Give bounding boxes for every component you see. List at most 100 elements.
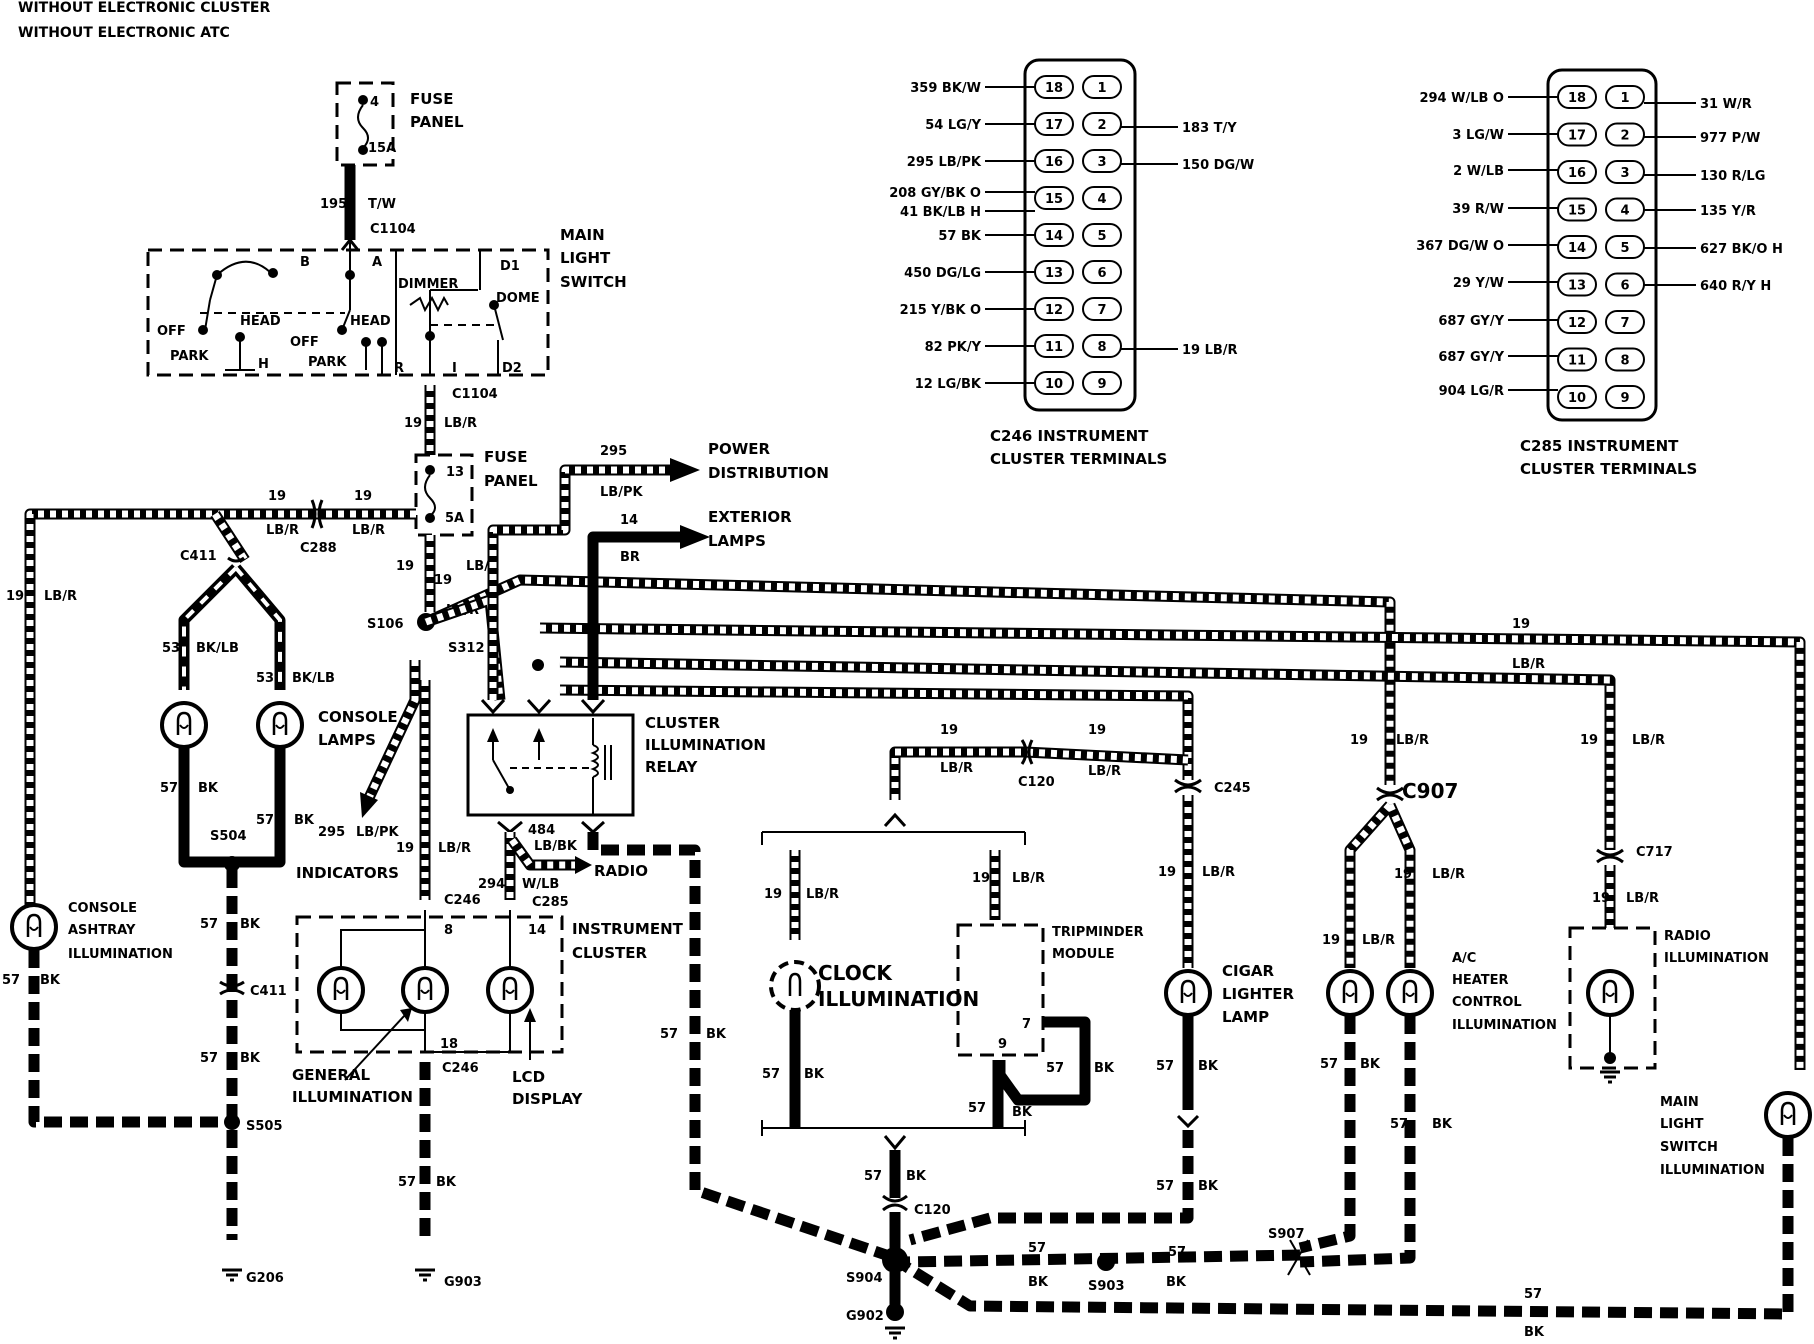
c285-pin-right-number: 4 xyxy=(1620,204,1629,219)
wire-lbr-label-j: LB/R xyxy=(1088,764,1121,779)
connector-c288: C288 xyxy=(300,541,337,556)
mls-illum-title-1: MAIN xyxy=(1660,1095,1699,1110)
c285-pin-right xyxy=(1605,385,1645,409)
c285-pin-left-number: 10 xyxy=(1568,391,1586,406)
wire-bk-label-e: BK xyxy=(40,973,61,988)
c285-pin-right xyxy=(1605,310,1645,334)
splice-s312: S312 xyxy=(448,641,485,656)
general-illum-2: ILLUMINATION xyxy=(292,1088,413,1106)
mls-term-d2: D2 xyxy=(502,361,522,376)
wire-wlb-label: W/LB xyxy=(522,877,559,892)
wire-19-label-o: 19 xyxy=(1322,933,1340,948)
c285-pin-left-number: 15 xyxy=(1568,204,1586,219)
wire-57-tripminder-7 xyxy=(994,1016,1091,1106)
wire-19-label-c: 19 xyxy=(354,489,372,504)
wire-57-label-m: 57 xyxy=(1156,1179,1174,1194)
wire-bk-label-o: BK xyxy=(1432,1117,1453,1132)
wire-bk-label-a: BK xyxy=(198,781,219,796)
c285-pin-right-number: 1 xyxy=(1620,91,1629,106)
c285-label-left: 367 DG/W O xyxy=(1416,239,1504,254)
wire-bk-label-g: BK xyxy=(436,1175,457,1190)
mls-off-1: OFF xyxy=(157,324,186,339)
c246-pin-right xyxy=(1082,371,1122,395)
wire-57-label-o: 57 xyxy=(1390,1117,1408,1132)
wire-19-label-l: 19 xyxy=(972,871,990,886)
ground-g206: G206 xyxy=(246,1271,284,1286)
console-ashtray-bulb xyxy=(10,903,58,951)
wire-19-label-a: 19 xyxy=(404,416,422,431)
power-distribution-2: DISTRIBUTION xyxy=(708,464,829,482)
instrument-cluster-title-2: CLUSTER xyxy=(572,944,647,962)
wire-57-bk-cigar xyxy=(908,1130,1194,1246)
lcd-display-1: LCD xyxy=(512,1068,545,1086)
c246-pin-right-number: 7 xyxy=(1097,303,1106,318)
ground-g903: G903 xyxy=(444,1275,482,1290)
c246-label-left: 41 BK/LB H xyxy=(900,205,981,220)
wire-lbr-label-m: LB/R xyxy=(1202,865,1235,880)
splice-s907: S907 xyxy=(1268,1227,1305,1242)
c285-label-right: 130 R/LG xyxy=(1700,169,1765,184)
wire-57-label-a: 57 xyxy=(160,781,178,796)
connector-c411-top: C411 xyxy=(180,549,217,564)
fuse-panel-top: 4 15A FUSE PANEL xyxy=(335,81,464,167)
wire-484-label: 484 xyxy=(528,823,555,838)
mls-park-2: PARK xyxy=(308,355,347,370)
wire-19-label-f: 19 xyxy=(434,573,452,588)
radio-illum-title-2: ILLUMINATION xyxy=(1664,951,1769,966)
mls-title-2: LIGHT xyxy=(560,249,611,267)
c285-pin-left xyxy=(1557,347,1597,372)
wire-bk-label-k: BK xyxy=(906,1169,927,1184)
c246-pin-18: 18 xyxy=(440,1037,458,1052)
mls-park-1: PARK xyxy=(170,349,209,364)
wire-lbr-label-g: LB/R xyxy=(1512,657,1545,672)
wire-57-mls-illum xyxy=(902,1138,1794,1320)
wire-19-label-r: 19 xyxy=(1580,733,1598,748)
mls-illum-title-2: LIGHT xyxy=(1660,1117,1704,1132)
wire-14-br xyxy=(587,531,680,700)
wire-19-label-n: 19 xyxy=(1350,733,1368,748)
wire-57-label-d: 57 xyxy=(200,1051,218,1066)
wire-lbr-label-h: LB/R xyxy=(438,841,471,856)
radio-illumination xyxy=(1568,926,1657,1084)
ashtray-title-2: ASHTRAY xyxy=(68,923,136,938)
cigar-lighter-title-3: LAMP xyxy=(1222,1008,1269,1026)
connector-c717: C717 xyxy=(1636,845,1673,860)
c285-label-left: 687 GY/Y xyxy=(1438,350,1504,365)
tripminder-pin-7: 7 xyxy=(1022,1017,1031,1032)
c246-pin-left-number: 12 xyxy=(1045,303,1063,318)
wire-195-color: T/W xyxy=(368,197,396,212)
c285-pin-right-number: 7 xyxy=(1620,316,1629,331)
c246-pin-right xyxy=(1082,334,1122,358)
wire-lbr-label-k: LB/R xyxy=(806,887,839,902)
splice-s504: S504 xyxy=(210,829,247,844)
instrument-cluster: 8 14 18 INSTRUMENT CLUSTER xyxy=(295,910,684,1054)
mls-dimmer: DIMMER xyxy=(398,277,458,292)
tripminder-module: 7 9 xyxy=(956,923,1045,1057)
wire-57-console xyxy=(178,748,286,868)
ac-heater-title-1: A/C xyxy=(1452,951,1476,966)
header-line-1: WITHOUT ELECTRONIC CLUSTER xyxy=(18,0,271,16)
fuse-top-title-2: PANEL xyxy=(410,113,464,131)
console-lamp-1 xyxy=(160,701,208,749)
mls-head-1: HEAD xyxy=(240,314,281,329)
c285-pin-left-number: 16 xyxy=(1568,166,1586,181)
wire-bk-label-m: BK xyxy=(1198,1179,1219,1194)
wire-57-label-k: 57 xyxy=(864,1169,882,1184)
wire-bk-label-c: BK xyxy=(240,917,261,932)
wire-br-label: BR xyxy=(620,550,640,565)
wire-57-label-p: 57 xyxy=(1028,1241,1046,1256)
main-light-switch: B A DIMMER D1 DOME OFF HEAD PARK H OFF H… xyxy=(146,226,627,377)
wire-bk-label-b: BK xyxy=(294,813,315,828)
c246-pin-right-number: 4 xyxy=(1097,192,1106,207)
wire-57-label-n: 57 xyxy=(1320,1057,1338,1072)
general-illum-1: GENERAL xyxy=(292,1066,371,1084)
c285-pin-right-number: 3 xyxy=(1620,166,1629,181)
fuse-mid-title-1: FUSE xyxy=(484,448,527,466)
fuse-mid-rating: 5A xyxy=(445,511,464,526)
fuse-top-title-1: FUSE xyxy=(410,90,453,108)
ac-heater-title-4: ILLUMINATION xyxy=(1452,1018,1557,1033)
wire-lbr-label-a: LB/R xyxy=(444,416,477,431)
c246-pin-right xyxy=(1082,75,1122,99)
mls-illum-bulb xyxy=(1764,1091,1812,1139)
wire-bk-label-p: BK xyxy=(1028,1275,1049,1290)
